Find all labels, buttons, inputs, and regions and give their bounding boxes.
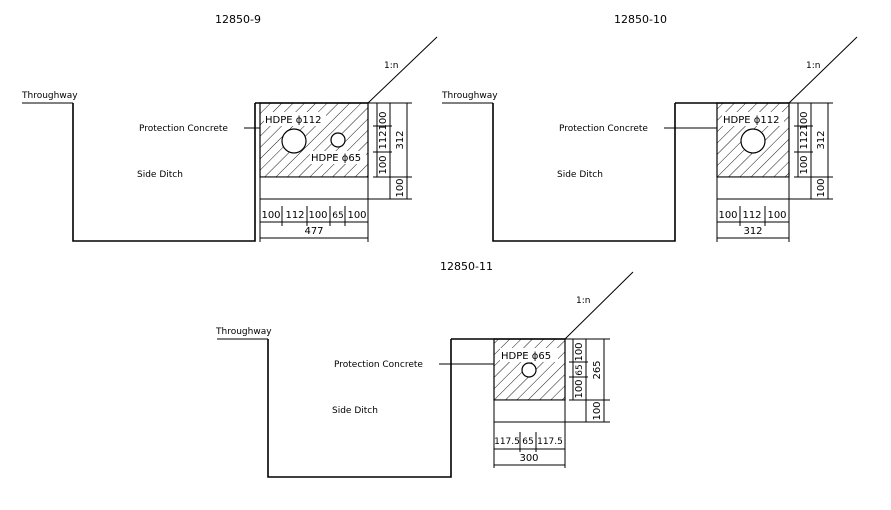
dim-v-2: 112 [378,130,389,149]
horizontal-dimensions: 117.5 65 117.5 300 [493,422,566,468]
dim-v-total: 312 [816,130,827,149]
vertical-dimensions: 100 112 100 312 100 [368,102,412,200]
section-12850-11: 12850-11 Throughway Side Ditch Protectio… [215,260,634,478]
horizontal-dimensions: 100 112 100 65 100 477 [259,199,369,242]
slope-line [367,36,438,104]
section-title: 12850-10 [614,13,667,26]
dim-h-3: 117.5 [537,437,563,447]
dim-v-total: 312 [395,130,406,149]
dim-v-1: 100 [574,342,585,361]
side-ditch-profile [267,339,452,478]
dim-v-2: 112 [799,130,810,149]
horizontal-dimensions: 100 112 100 312 [716,199,790,242]
slope-line [788,36,858,104]
side-ditch-label: Side Ditch [332,406,378,416]
protection-concrete-label: Protection Concrete [139,124,228,134]
side-ditch-label: Side Ditch [137,170,183,180]
vertical-dimensions: 100 65 100 265 100 [565,338,610,423]
dim-h-3: 100 [767,210,786,221]
dim-h-total: 300 [519,453,538,464]
pipe-65-circle [330,132,346,148]
label-mask [264,112,326,126]
pipe-label-112: HDPE ϕ112 [265,115,321,126]
pipe-65-circle [521,362,537,378]
section-12850-10: 12850-10 Throughway Side Ditch Protectio… [441,13,858,242]
pipe-112-circle [740,128,766,154]
dim-h-1: 100 [261,210,280,221]
dim-h-total: 312 [743,226,762,237]
slope-line [564,271,634,340]
label-mask [310,151,366,164]
dim-h-1: 117.5 [494,437,520,447]
dim-v-1: 100 [378,111,389,130]
pipe-label-65: HDPE ϕ65 [501,351,551,362]
dim-h-3: 100 [308,210,327,221]
dim-v-base: 100 [816,178,827,197]
dim-v-1: 100 [799,111,810,130]
side-ditch-profile [492,103,676,242]
dim-v-3: 100 [799,155,810,174]
dim-v-base: 100 [592,401,603,420]
base-layer [259,176,369,200]
throughway-label: Throughway [441,91,498,101]
section-title: 12850-9 [215,13,261,26]
throughway-label: Throughway [215,327,272,337]
dim-h-1: 100 [718,210,737,221]
dim-h-2: 112 [742,210,761,221]
dim-h-2: 112 [285,210,304,221]
pipe-112-circle [281,128,307,154]
dim-h-total: 477 [304,226,323,237]
dim-h-2: 65 [522,437,533,447]
label-mask [722,112,784,126]
dim-v-2: 65 [575,364,585,375]
throughway-label: Throughway [21,91,78,101]
section-12850-9: 12850-9 Throughway Side Ditch Protection… [21,13,438,242]
slope-label: 1:n [576,296,590,306]
side-ditch-profile [72,103,256,242]
dim-h-5: 100 [347,210,366,221]
dim-v-3: 100 [574,379,585,398]
dim-h-4: 65 [332,211,343,221]
dim-v-3: 100 [378,155,389,174]
label-mask [500,348,558,362]
protection-concrete-label: Protection Concrete [334,360,423,370]
side-ditch-label: Side Ditch [557,170,603,180]
slope-label: 1:n [384,61,398,71]
section-title: 12850-11 [440,260,493,273]
vertical-dimensions: 100 112 100 312 100 [789,102,833,200]
dim-v-total: 265 [592,360,603,379]
base-layer [716,176,790,200]
dim-v-base: 100 [395,178,406,197]
base-layer [493,399,566,423]
pipe-label-65: HDPE ϕ65 [311,153,361,164]
protection-concrete-label: Protection Concrete [559,124,648,134]
slope-label: 1:n [806,61,820,71]
pipe-label-112: HDPE ϕ112 [723,115,779,126]
